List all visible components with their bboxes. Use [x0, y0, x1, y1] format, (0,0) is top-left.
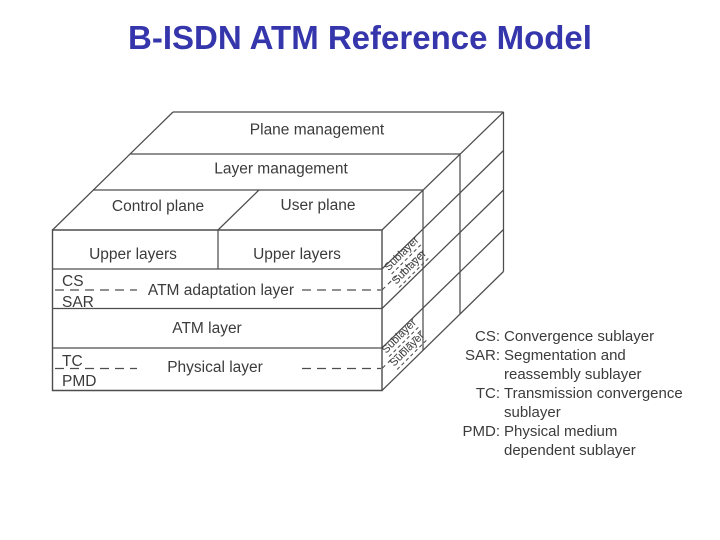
cs-label: CS — [62, 273, 84, 290]
side-diagonal-aal — [381, 189, 504, 309]
top-right-edge — [381, 111, 504, 231]
legend-row-tc: TC: Transmission convergence sublayer — [455, 384, 683, 422]
legend-abbr: SAR: — [464, 347, 500, 364]
legend-definition: Convergence sublayer — [504, 327, 654, 346]
legend-definition-line: Convergence sublayer — [504, 328, 655, 345]
legend-definition: Segmentation and reassembly sublayer — [504, 346, 642, 384]
side-dashed-tc-pmd — [381, 328, 424, 369]
legend-definition-line: Transmission convergence — [504, 385, 683, 402]
legend-definition-line: reassembly sublayer — [504, 366, 642, 383]
legend-definition-line: sublayer — [504, 404, 561, 421]
bottom-right-edge — [381, 271, 504, 391]
side-diagonal-upper-layers — [381, 150, 504, 270]
top-left-edge — [52, 111, 174, 231]
side-dashed-cs-sar — [381, 249, 424, 291]
plane-management-label: Plane management — [250, 122, 385, 139]
side-diagonal-atm — [381, 229, 504, 349]
pmd-label: PMD — [62, 373, 96, 390]
legend-abbr: TC: — [475, 385, 500, 402]
layer-management-label: Layer management — [214, 161, 348, 178]
sar-label: SAR — [62, 294, 94, 311]
sublayer-legend: CS: Convergence sublayer SAR: Segmentati… — [455, 327, 683, 460]
atm-layer-label: ATM layer — [172, 320, 241, 337]
sublayer-underline — [398, 256, 430, 288]
tc-label: TC — [62, 353, 83, 370]
sublayer-underline — [391, 243, 423, 275]
legend-row-pmd: PMD: Physical medium dependent sublayer — [455, 422, 683, 460]
atm-adaptation-layer-label: ATM adaptation layer — [148, 282, 294, 299]
sublayer-underline — [396, 338, 428, 370]
legend-abbr: PMD: — [462, 423, 501, 440]
upper-layers-right-label: Upper layers — [253, 246, 341, 263]
legend-definition-line: Segmentation and — [504, 347, 626, 364]
control-user-divider-line — [217, 189, 260, 231]
sublayer-underline — [388, 325, 420, 357]
legend-definition-line: Physical medium — [504, 423, 618, 440]
legend-definition: Physical medium dependent sublayer — [504, 422, 636, 460]
upper-layers-left-label: Upper layers — [89, 246, 177, 263]
legend-row-sar: SAR: Segmentation and reassembly sublaye… — [455, 346, 683, 384]
legend-abbr: CS: — [474, 328, 500, 345]
legend-definition: Transmission convergence sublayer — [504, 384, 683, 422]
physical-layer-label: Physical layer — [167, 359, 263, 376]
legend-definition-line: dependent sublayer — [504, 442, 636, 459]
control-plane-label: Control plane — [112, 198, 204, 215]
user-plane-label: User plane — [281, 197, 356, 214]
slide-title: B-ISDN ATM Reference Model — [128, 19, 592, 56]
legend-row-cs: CS: Convergence sublayer — [455, 327, 683, 346]
